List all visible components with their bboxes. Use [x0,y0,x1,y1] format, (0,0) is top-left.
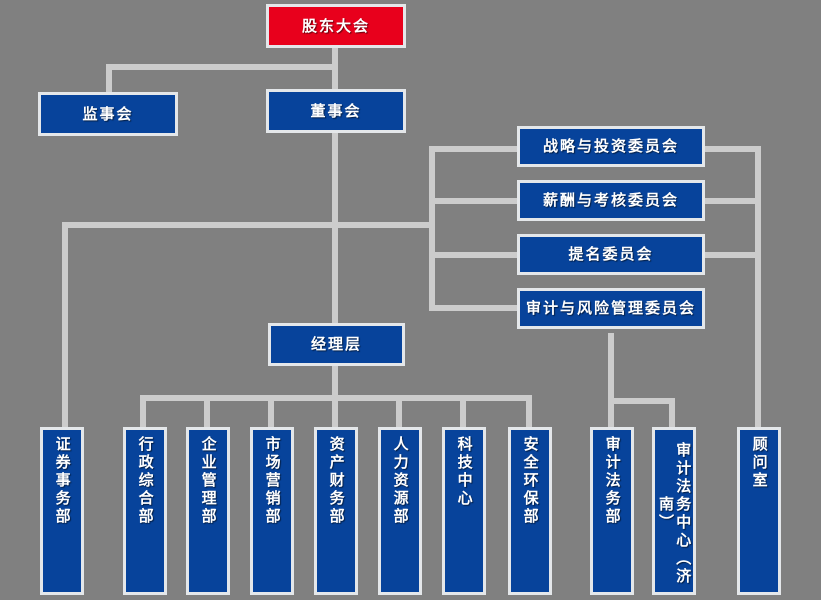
connector-board-left-bus [62,222,435,228]
connector-dept-drop-2 [204,395,210,430]
node-dept-advisory-office[interactable]: 顾问室 [737,427,781,595]
node-label: 战略与投资委员会 [542,137,679,156]
node-label: 审计法务中心（济南） [657,442,693,586]
connector-dept-drop-1 [140,395,146,430]
node-label: 人力资源部 [391,436,410,526]
connector-committee-branch-2 [429,198,519,204]
node-label: 提名委员会 [568,245,654,264]
node-label: 薪酬与考核委员会 [542,191,679,210]
node-committee-nomination[interactable]: 提名委员会 [517,234,705,275]
node-dept-marketing[interactable]: 市场营销部 [250,427,294,595]
connector-shareholders-stem [332,48,338,92]
node-label: 资产财务部 [327,436,346,526]
connector-right-trunk [755,146,761,436]
node-label: 审计与风险管理委员会 [525,299,696,318]
connector-committee-branch-3 [429,252,519,258]
node-management-layer[interactable]: 经理层 [268,323,405,366]
node-committee-audit-risk-management[interactable]: 审计与风险管理委员会 [517,288,705,329]
node-committee-strategy-investment[interactable]: 战略与投资委员会 [517,126,705,167]
connector-dept-drop-7 [526,395,532,430]
node-dept-technology-center[interactable]: 科技中心 [442,427,486,595]
connector-committee-trunk [429,146,435,310]
connector-committee-branch-4 [429,305,519,311]
connector-audit-stem [608,333,614,430]
node-label: 董事会 [310,101,362,120]
connector-dept-drop-6 [460,395,466,430]
node-dept-administration[interactable]: 行政综合部 [123,427,167,595]
node-dept-audit-legal[interactable]: 审计法务部 [590,427,634,595]
node-committee-compensation-appraisal[interactable]: 薪酬与考核委员会 [517,180,705,221]
connector-dept-drop-4 [332,395,338,430]
connector-audit-bus [608,398,675,404]
node-dept-safety-environment[interactable]: 安全环保部 [508,427,552,595]
node-dept-human-resources[interactable]: 人力资源部 [378,427,422,595]
node-supervisory-board[interactable]: 监事会 [38,92,178,136]
connector-securities-drop [62,222,68,430]
connector-right-branch-3 [703,252,761,258]
node-dept-audit-legal-center-jinan[interactable]: 审计法务中心（济南） [652,427,696,595]
connector-management-stem [332,366,338,400]
connector-right-branch-2 [703,198,761,204]
node-label: 股东大会 [301,16,370,35]
node-label: 证券事务部 [53,436,72,526]
connector-audit-jinan-drop [669,398,675,430]
node-shareholders-meeting[interactable]: 股东大会 [266,4,406,48]
node-label: 企业管理部 [199,436,218,526]
node-label: 监事会 [82,104,134,123]
node-dept-securities-affairs[interactable]: 证券事务部 [40,427,84,595]
node-label: 顾问室 [750,436,769,490]
node-label: 安全环保部 [521,436,540,526]
node-label: 审计法务部 [603,436,622,526]
connector-board-stem [332,133,338,323]
node-label: 经理层 [310,335,362,354]
node-dept-enterprise-management[interactable]: 企业管理部 [186,427,230,595]
connector-right-branch-1 [703,146,761,152]
connector-supervisory-horizontal [106,64,336,70]
connector-committee-branch-1 [429,146,519,152]
node-label: 市场营销部 [263,436,282,526]
connector-supervisory-drop [106,64,112,92]
connector-dept-drop-3 [268,395,274,430]
node-label: 科技中心 [455,436,474,508]
node-board-of-directors[interactable]: 董事会 [266,89,406,133]
node-label: 行政综合部 [136,436,155,526]
connector-dept-drop-5 [396,395,402,430]
node-dept-assets-finance[interactable]: 资产财务部 [314,427,358,595]
